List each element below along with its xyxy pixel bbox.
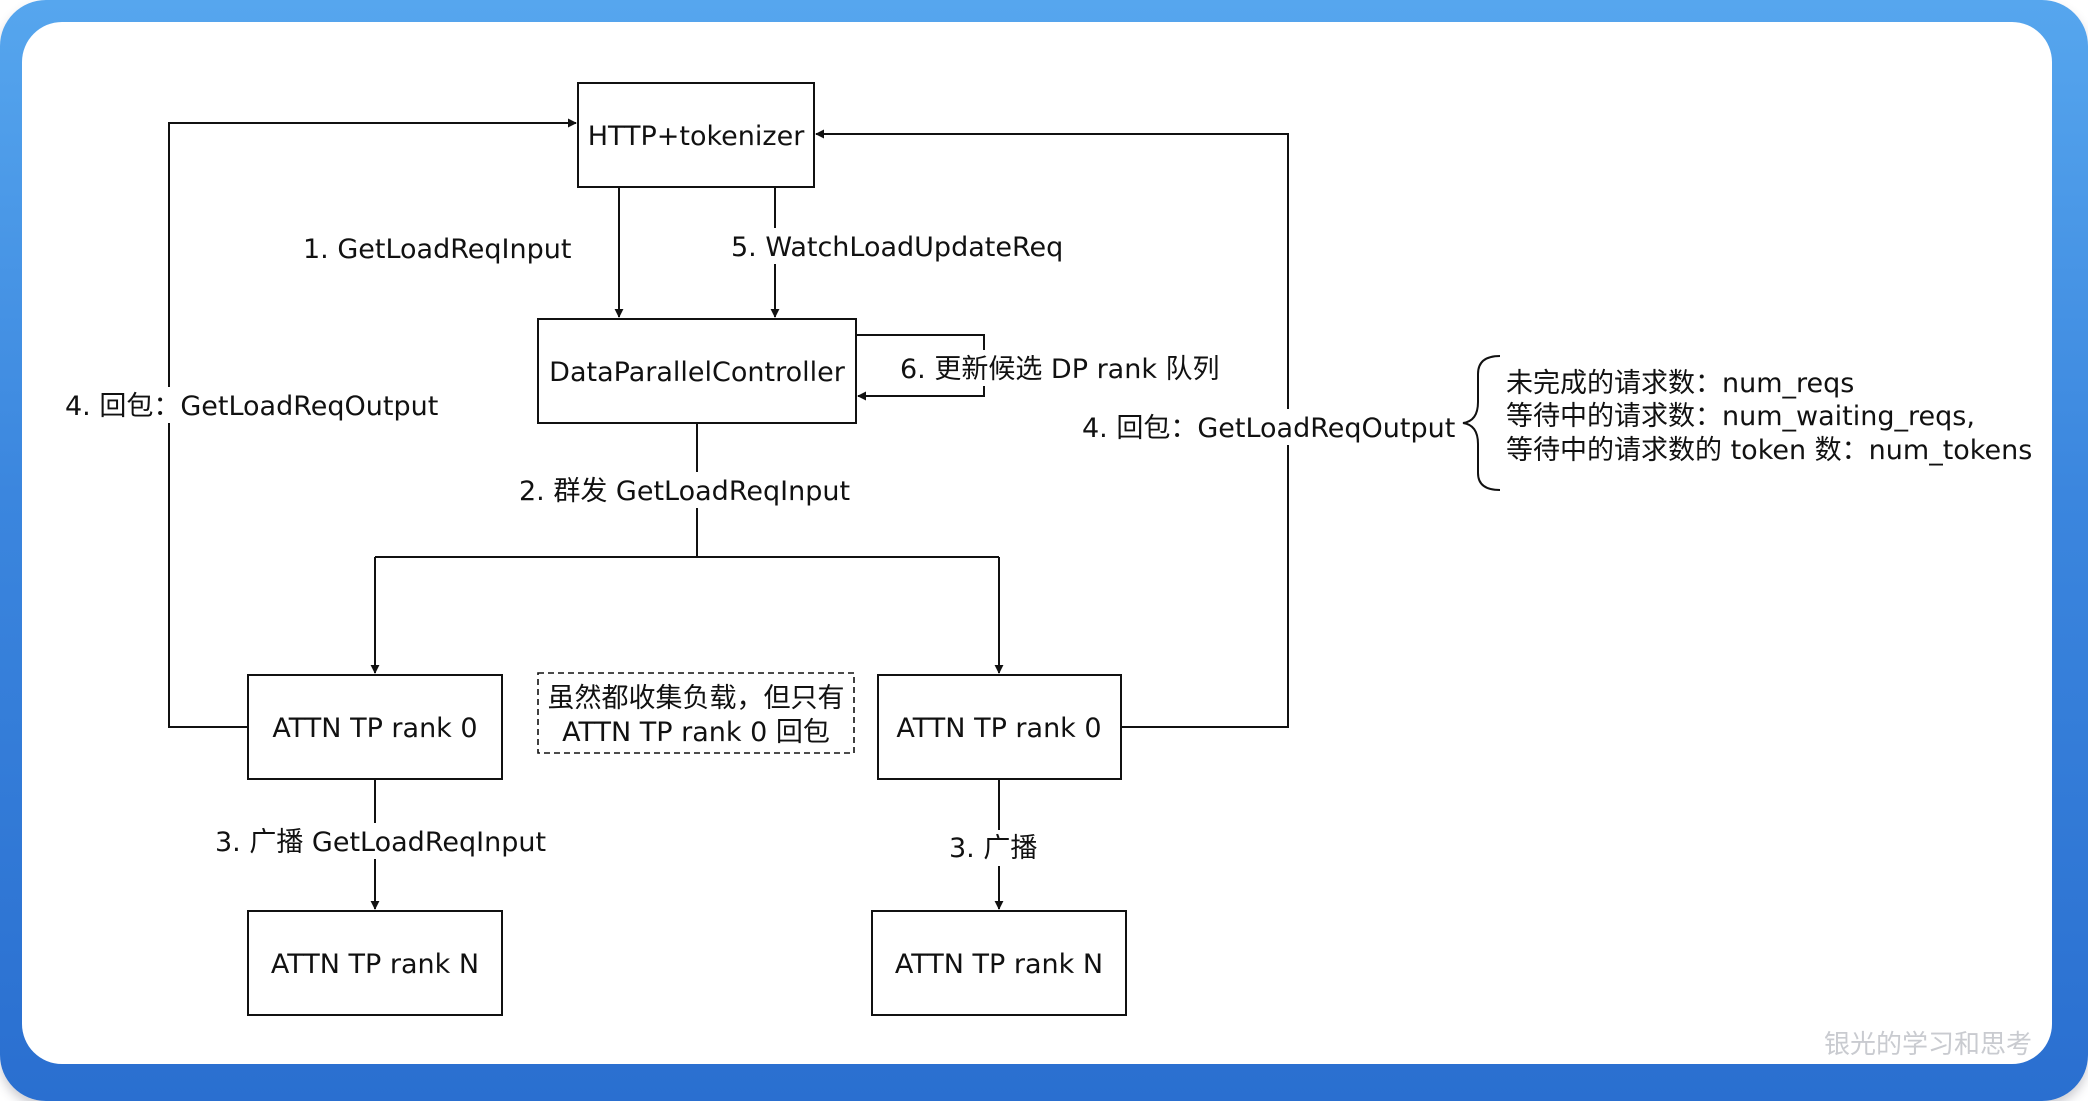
node-dp-controller-label: DataParallelController [549,357,846,388]
output-field-num-waiting-reqs: 等待中的请求数：num_waiting_reqs, [1506,401,1975,432]
output-field-num-tokens: 等待中的请求数的 token 数：num_tokens [1506,435,2032,466]
node-attn-right-rankN-label: ATTN TP rank N [895,949,1103,980]
label-step4-left: 4. 回包：GetLoadReqOutput [65,391,438,422]
node-http-tokenizer-label: HTTP+tokenizer [588,121,806,152]
output-field-num-reqs: 未完成的请求数：num_reqs [1506,368,1854,399]
node-attn-left-rankN-label: ATTN TP rank N [271,949,479,980]
label-step5: 5. WatchLoadUpdateReq [731,232,1063,263]
label-step6: 6. 更新候选 DP rank 队列 [900,354,1220,385]
node-attn-right-rankN [871,910,1127,1016]
node-dp-controller [537,318,857,424]
watermark: 银光的学习和思考 [1824,1030,2032,1060]
label-step4-right: 4. 回包：GetLoadReqOutput [1082,413,1455,444]
flow-diagram: HTTP+tokenizer DataParallelController AT… [62,82,2032,1060]
diagram-canvas: HTTP+tokenizer DataParallelController AT… [22,22,2052,1064]
node-attn-right-rank0-label: ATTN TP rank 0 [896,713,1101,744]
node-attn-right-rank0 [877,674,1122,780]
edge-step4-left [168,118,577,728]
label-step3-left: 3. 广播 GetLoadReqInput [215,827,546,858]
node-attn-left-rank0 [247,674,503,780]
label-step1: 1. GetLoadReqInput [303,234,571,265]
note-line1: 虽然都收集负载，但只有 [548,683,845,714]
node-attn-left-rank0-label: ATTN TP rank 0 [272,713,477,744]
note-box [537,672,855,754]
note-line2: ATTN TP rank 0 回包 [562,717,830,748]
label-step2: 2. 群发 GetLoadReqInput [519,476,850,507]
node-attn-left-rankN [247,910,503,1016]
label-step3-right: 3. 广播 [949,833,1037,864]
node-http-tokenizer [577,82,815,188]
output-brace [1462,355,1501,491]
